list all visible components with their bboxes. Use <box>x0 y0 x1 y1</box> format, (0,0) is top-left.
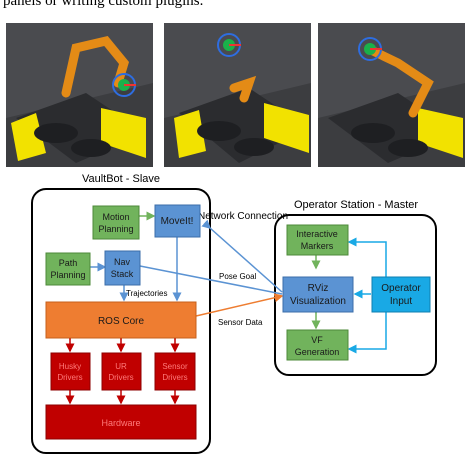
moveit-node <box>154 204 201 238</box>
rviz-visualization-node <box>282 276 354 313</box>
simulation-view-1 <box>6 23 153 167</box>
caption-text: panels or writing custom plugins. <box>3 0 204 9</box>
simulation-view-2 <box>164 23 311 167</box>
architecture-diagram: VaultBot - Slave Operator Station - Mast… <box>31 173 437 454</box>
ur-drivers-node <box>101 352 142 391</box>
ros-core-label: ROS Core <box>98 316 145 327</box>
master-title: Operator Station - Master <box>294 199 418 211</box>
operator-input-node <box>371 276 431 313</box>
sensor-drivers-node <box>154 352 196 391</box>
simulation-view-3 <box>318 23 465 167</box>
path-planning-node <box>45 252 91 286</box>
slave-title: VaultBot - Slave <box>82 173 160 185</box>
hardware-node <box>45 404 197 440</box>
hardware-label: Hardware <box>101 418 140 428</box>
slave-group <box>31 188 211 454</box>
pose-goal-label: Pose Goal <box>219 272 257 281</box>
interactive-markers-node <box>286 224 349 256</box>
nav-stack-node <box>104 250 141 286</box>
moveit-label: MoveIt! <box>161 216 194 227</box>
sensor-data-label: Sensor Data <box>218 318 263 327</box>
motion-planning-node <box>92 205 140 240</box>
ros-core-node <box>45 301 197 339</box>
network-connection-label: Network Connection <box>198 211 288 222</box>
husky-drivers-node <box>50 352 91 391</box>
vf-generation-node <box>286 329 349 361</box>
trajectories-label: Trajectories <box>126 289 168 298</box>
